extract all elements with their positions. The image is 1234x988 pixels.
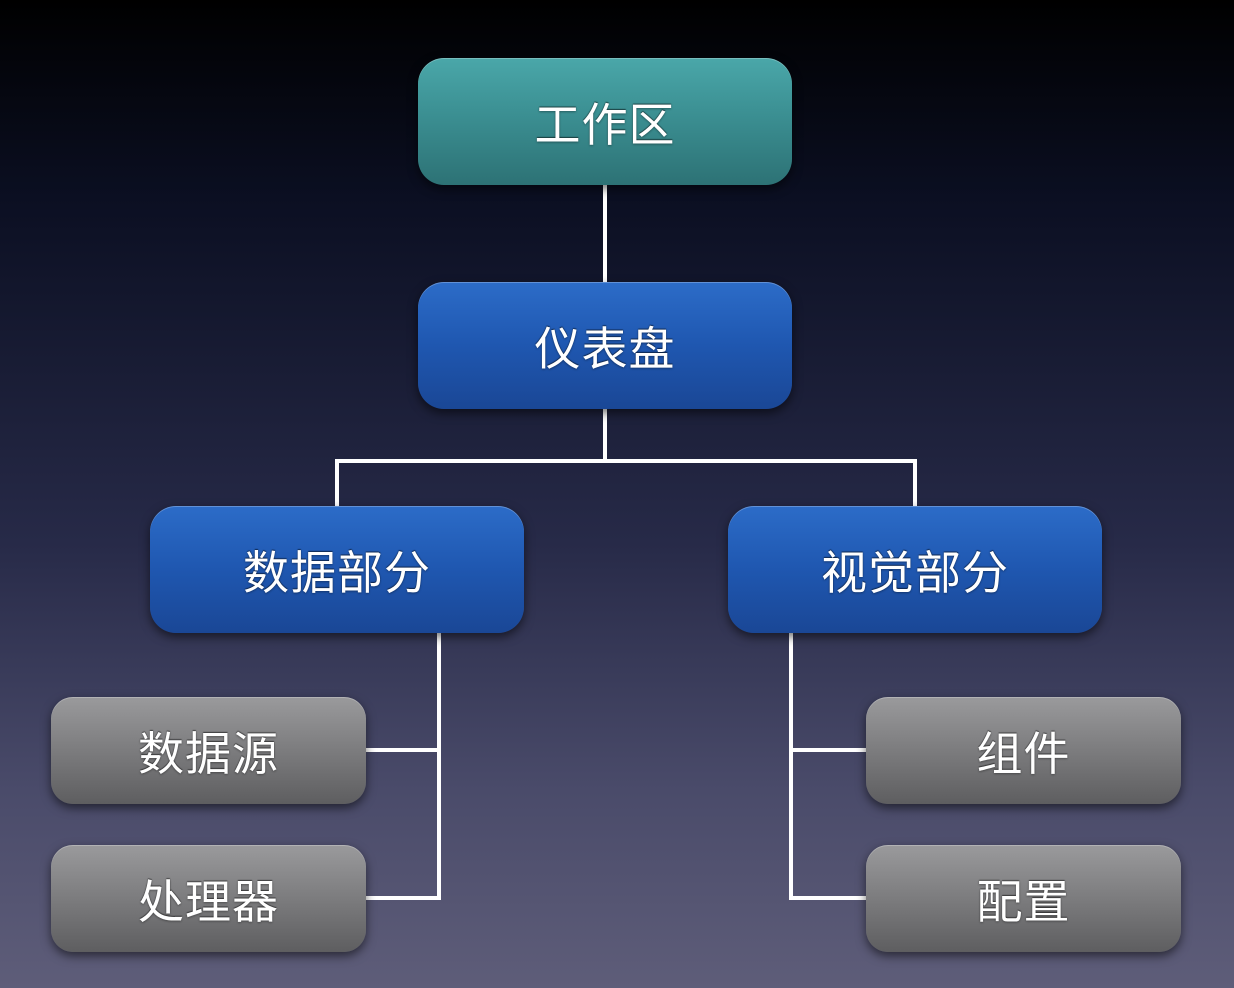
node-component-label: 组件 bbox=[976, 726, 1071, 781]
node-data-source: 数据源 bbox=[51, 697, 366, 804]
node-config: 配置 bbox=[866, 845, 1181, 952]
node-component: 组件 bbox=[866, 697, 1181, 804]
node-visual-section-label: 视觉部分 bbox=[821, 545, 1009, 600]
node-workspace: 工作区 bbox=[418, 58, 792, 185]
node-data-section-label: 数据部分 bbox=[243, 545, 431, 600]
node-data-source-label: 数据源 bbox=[138, 726, 279, 781]
node-processor-label: 处理器 bbox=[138, 874, 279, 929]
node-processor: 处理器 bbox=[51, 845, 366, 952]
node-data-section: 数据部分 bbox=[150, 506, 524, 633]
node-dashboard-label: 仪表盘 bbox=[534, 321, 676, 376]
node-config-label: 配置 bbox=[976, 874, 1071, 929]
node-dashboard: 仪表盘 bbox=[418, 282, 792, 409]
node-visual-section: 视觉部分 bbox=[728, 506, 1102, 633]
node-workspace-label: 工作区 bbox=[534, 97, 676, 152]
